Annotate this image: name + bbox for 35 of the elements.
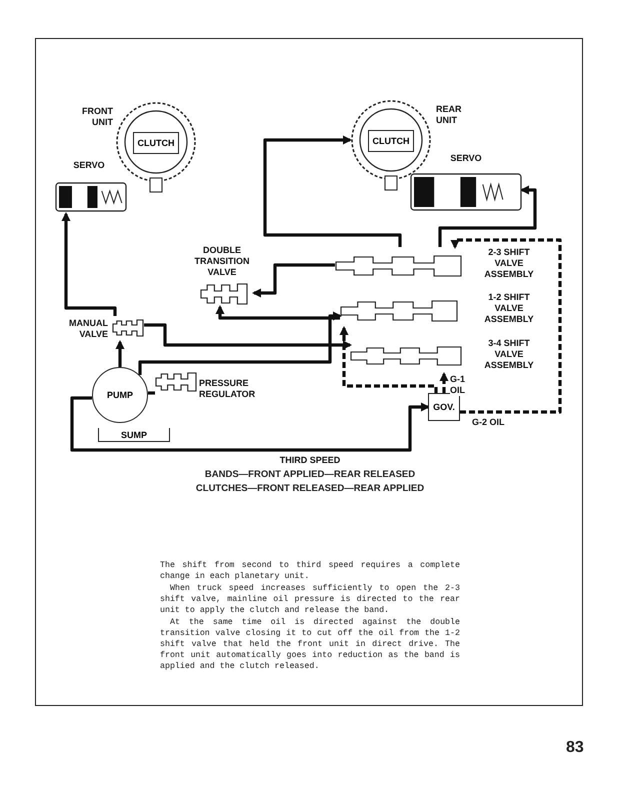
component-label: MANUAL VALVE <box>68 318 108 340</box>
sump-bracket: SUMP <box>98 428 170 442</box>
oil-line <box>340 326 438 393</box>
component-label: PRESSURE REGULATOR <box>199 378 255 400</box>
oil-line <box>450 238 562 414</box>
pump-circle: PUMP <box>92 367 148 423</box>
oil-line <box>70 396 430 452</box>
figure-caption: THIRD SPEED <box>278 455 342 466</box>
caption-line: BANDS—FRONT APPLIED—REAR RELEASED <box>204 469 416 480</box>
governor-box: GOV. <box>428 393 460 421</box>
body-paragraph: At the same time oil is directed against the double transition valve closing it to cut off the oil from the 1-2 shift valve that held the front unit in direct drive. The front unit automatically goes into reduction as the band is applied and the clutch released. <box>160 617 460 672</box>
body-paragraph: The shift from second to third speed requires a complete change in each planetary unit. <box>160 560 460 582</box>
oil-line <box>148 391 155 395</box>
component-label: FRONT UNIT <box>81 106 113 128</box>
oil-line <box>438 186 537 247</box>
component-label: 1-2 SHIFT VALVE ASSEMBLY <box>483 292 535 325</box>
oil-line <box>62 212 117 316</box>
component-label: REAR UNIT <box>436 104 463 126</box>
oil-line <box>263 136 402 247</box>
component-label: SERVO <box>72 160 106 171</box>
component-label: DOUBLE TRANSITION VALVE <box>194 245 250 278</box>
clutch-box: CLUTCH <box>368 130 414 152</box>
component-label: 2-3 SHIFT VALVE ASSEMBLY <box>483 247 535 280</box>
page-number: 83 <box>566 742 585 753</box>
oil-line <box>138 312 342 375</box>
oil-line <box>116 340 124 367</box>
component-label: 3-4 SHIFT VALVE ASSEMBLY <box>483 338 535 371</box>
caption-line: CLUTCHES—FRONT RELEASED—REAR APPLIED <box>194 483 426 494</box>
oil-line <box>144 323 352 350</box>
oil-line <box>216 305 340 320</box>
oil-line <box>440 372 448 393</box>
component-label: SERVO <box>449 153 483 164</box>
body-paragraph: When truck speed increases sufficiently to open the 2-3 shift valve, mainline oil pressure is directed to the rear unit to apply the clutch and release the band. <box>160 583 460 616</box>
clutch-box: CLUTCH <box>133 132 179 154</box>
oil-line <box>252 263 335 298</box>
